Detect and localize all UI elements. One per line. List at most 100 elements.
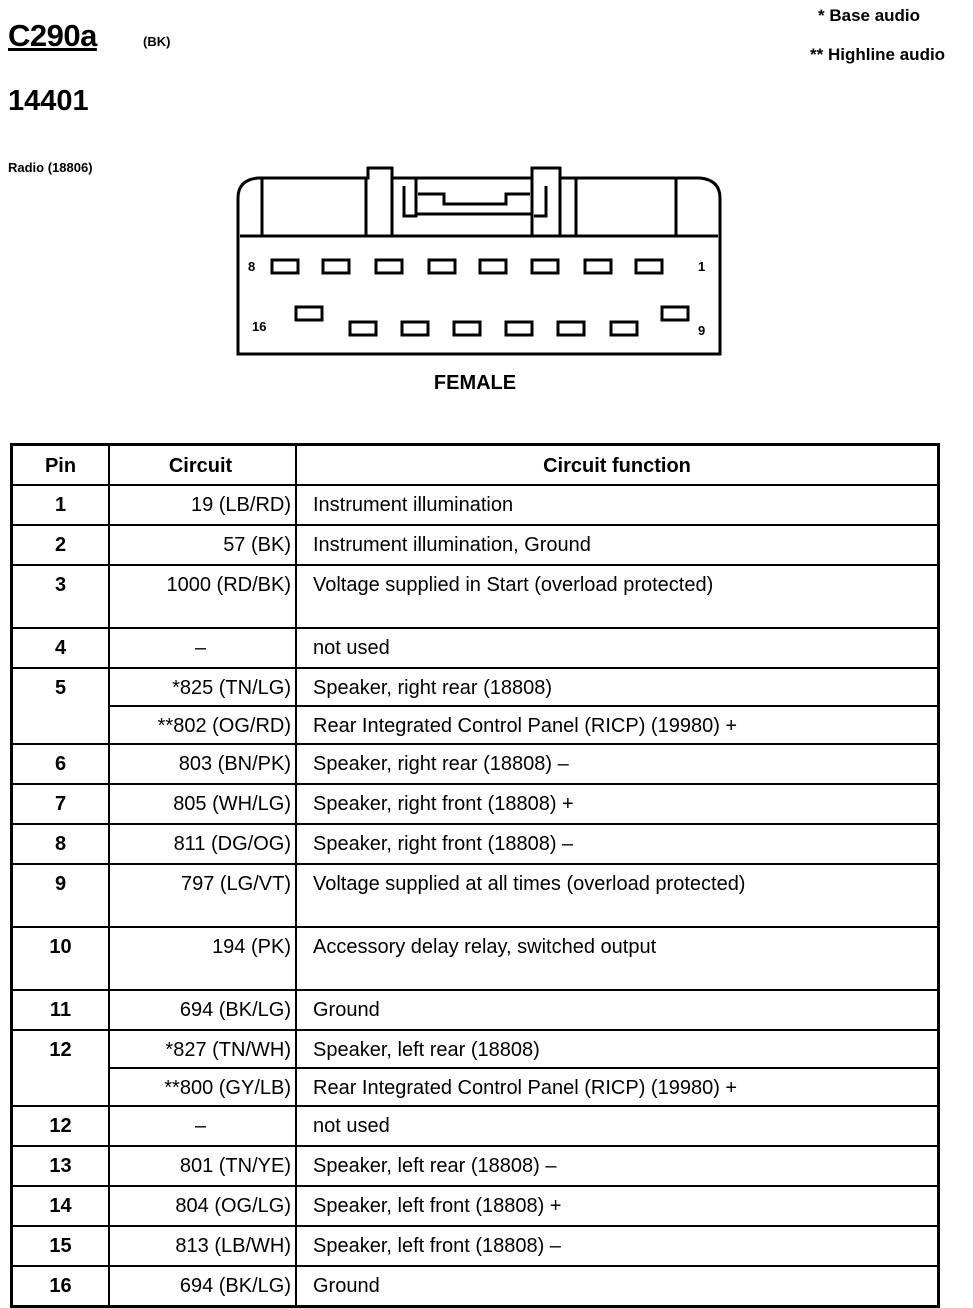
pin-cavity-6 [374, 258, 404, 275]
table-row: 2 57 (BK) Instrument illumination, Groun… [10, 524, 940, 566]
connector-latch [364, 178, 578, 236]
circuit-cell: 813 (LB/WH) [108, 1225, 297, 1267]
pin-cavity-3 [530, 258, 560, 275]
table-row: 15 813 (LB/WH) Speaker, left front (1880… [10, 1225, 940, 1267]
table-row: 7 805 (WH/LG) Speaker, right front (1880… [10, 783, 940, 825]
table-row: 3 1000 (RD/BK) Voltage supplied in Start… [10, 564, 940, 629]
pin-cell [10, 706, 110, 745]
circuit-cell: *825 (TN/LG) [108, 667, 297, 707]
circuit-cell: 57 (BK) [108, 524, 297, 566]
pin-cell: 5 [10, 667, 110, 706]
table-row: 16 694 (BK/LG) Ground [10, 1265, 940, 1308]
connector-gender: FEMALE [433, 372, 517, 394]
table-row: 6 803 (BN/PK) Speaker, right rear (18808… [10, 743, 940, 785]
pin-cell: 2 [10, 524, 110, 566]
pin-cell: 13 [10, 1145, 110, 1187]
pin-cavity-14 [400, 320, 430, 337]
pin-cell: 8 [10, 823, 110, 865]
function-cell: Speaker, left rear (18808) – [295, 1145, 940, 1187]
pin-cell [10, 1068, 110, 1107]
circuit-cell: 803 (BN/PK) [108, 743, 297, 785]
pin-cavity-8 [270, 258, 300, 275]
pin-cell: 1 [10, 484, 110, 526]
table-row: 8 811 (DG/OG) Speaker, right front (1880… [10, 823, 940, 865]
part-number: 14401 [8, 85, 89, 117]
pin-cavity-1 [634, 258, 664, 275]
function-cell: Speaker, right front (18808) – [295, 823, 940, 865]
pin-cell: 9 [10, 863, 110, 928]
function-cell: Voltage supplied at all times (overload … [295, 863, 940, 928]
function-cell: Accessory delay relay, switched output [295, 926, 940, 991]
table-row: 10 194 (PK) Accessory delay relay, switc… [10, 926, 940, 991]
circuit-cell: 194 (PK) [108, 926, 297, 991]
circuit-cell: 805 (WH/LG) [108, 783, 297, 825]
circuit-cell: 804 (OG/LG) [108, 1185, 297, 1227]
pin-cell: 11 [10, 989, 110, 1031]
connector-key-tab [416, 192, 532, 216]
function-cell: Speaker, right front (18808) + [295, 783, 940, 825]
header-pin: Pin [10, 443, 110, 486]
connector-color: (BK) [143, 34, 171, 49]
table-header-row: Pin Circuit Circuit function [10, 443, 940, 486]
function-cell: Voltage supplied in Start (overload prot… [295, 564, 940, 629]
circuit-cell: 801 (TN/YE) [108, 1145, 297, 1187]
table-row: 13 801 (TN/YE) Speaker, left rear (18808… [10, 1145, 940, 1187]
function-cell: Instrument illumination [295, 484, 940, 526]
connector-title: C290a [8, 18, 97, 53]
pin-cavity-2 [583, 258, 613, 275]
legend-base-audio: * Base audio [818, 6, 921, 25]
component-label: Radio (18806) [8, 160, 93, 175]
pin-cavity-5 [427, 258, 457, 275]
pin-cavity-15 [348, 320, 378, 337]
function-cell: Rear Integrated Control Panel (RICP) (19… [295, 1067, 940, 1107]
function-cell: Ground [295, 1265, 940, 1308]
table-row: 12 *827 (TN/WH) Speaker, left rear (1880… [10, 1029, 940, 1069]
pin-cavity-4 [478, 258, 508, 275]
pin-cell: 6 [10, 743, 110, 785]
pin-table: Pin Circuit Circuit function 1 19 (LB/RD… [10, 443, 940, 1308]
table-row: 4 – not used [10, 627, 940, 669]
function-cell: Speaker, left front (18808) + [295, 1185, 940, 1227]
circuit-cell: – [108, 627, 297, 669]
pin-label-8: 8 [248, 259, 255, 274]
table-row: 11 694 (BK/LG) Ground [10, 989, 940, 1031]
pin-cell: 3 [10, 564, 110, 629]
circuit-cell: **802 (OG/RD) [108, 705, 297, 745]
connector-face-diagram: 8 1 16 9 [236, 166, 722, 356]
pin-cell: 14 [10, 1185, 110, 1227]
header-circuit: Circuit [108, 443, 297, 486]
circuit-cell: 811 (DG/OG) [108, 823, 297, 865]
circuit-cell: 694 (BK/LG) [108, 989, 297, 1031]
pin-cell: 12 [10, 1105, 110, 1147]
pin-cell: 4 [10, 627, 110, 669]
function-cell: Speaker, right rear (18808) – [295, 743, 940, 785]
header-function: Circuit function [295, 443, 940, 486]
table-row: 1 19 (LB/RD) Instrument illumination [10, 484, 940, 526]
circuit-cell: 1000 (RD/BK) [108, 564, 297, 629]
circuit-cell: **800 (GY/LB) [108, 1067, 297, 1107]
circuit-cell: *827 (TN/WH) [108, 1029, 297, 1069]
function-cell: Speaker, left rear (18808) [295, 1029, 940, 1069]
pin-cell: 16 [10, 1265, 110, 1308]
pin-cell: 10 [10, 926, 110, 991]
table-row: 5 *825 (TN/LG) Speaker, right rear (1880… [10, 667, 940, 707]
pin-label-16: 16 [252, 319, 266, 334]
legend-highline-audio: ** Highline audio [810, 45, 946, 64]
pin-cavity-10 [609, 320, 639, 337]
pin-cell: 12 [10, 1029, 110, 1068]
table-row: **800 (GY/LB) Rear Integrated Control Pa… [10, 1067, 940, 1107]
pin-cell: 7 [10, 783, 110, 825]
pin-cell: 15 [10, 1225, 110, 1267]
function-cell: not used [295, 1105, 940, 1147]
table-row: 14 804 (OG/LG) Speaker, left front (1880… [10, 1185, 940, 1227]
pin-cavity-16 [294, 305, 324, 322]
circuit-cell: 694 (BK/LG) [108, 1265, 297, 1308]
circuit-cell: 797 (LG/VT) [108, 863, 297, 928]
pin-cavity-11 [556, 320, 586, 337]
table-row: 12 – not used [10, 1105, 940, 1147]
pin-label-9: 9 [698, 323, 705, 338]
function-cell: Speaker, right rear (18808) [295, 667, 940, 707]
function-cell: Ground [295, 989, 940, 1031]
pin-cavity-12 [504, 320, 534, 337]
function-cell: Rear Integrated Control Panel (RICP) (19… [295, 705, 940, 745]
